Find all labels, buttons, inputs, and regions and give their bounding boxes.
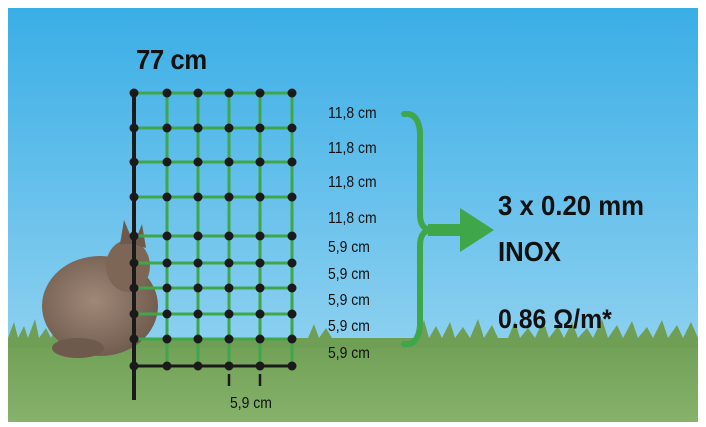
- mesh-width-label: 5,9 cm: [230, 395, 272, 412]
- mesh-width-ticks: [227, 374, 262, 386]
- strand-gap-label: 5,9 cm: [328, 345, 370, 362]
- brace-arrow-icon: [401, 110, 494, 348]
- strand-gap-label: 5,9 cm: [328, 318, 370, 335]
- strand-gap-label: 11,8 cm: [328, 105, 377, 122]
- net-height-label: 77 cm: [136, 44, 207, 75]
- wire-spec: 3 x 0.20 mm: [498, 190, 645, 221]
- net-vertical-strands: [165, 93, 294, 366]
- fence-net: [129, 88, 297, 400]
- strand-gap-label: 5,9 cm: [328, 266, 370, 283]
- diagram-panel: 77 cm 11,8 cm 11,8 cm 11,8 cm 11,8 cm 5,…: [8, 8, 698, 422]
- strand-gap-label: 5,9 cm: [328, 292, 370, 309]
- net-horizontal-strands: [134, 91, 292, 341]
- scene-graphic: [8, 8, 698, 422]
- strand-gap-label: 11,8 cm: [328, 210, 377, 227]
- net-knots: [129, 88, 297, 371]
- strand-gap-label: 11,8 cm: [328, 140, 377, 157]
- strand-gap-label: 11,8 cm: [328, 174, 377, 191]
- wire-material: INOX: [498, 236, 561, 267]
- strand-gap-label: 5,9 cm: [328, 239, 370, 256]
- resistance-spec: 0.86 Ω/m*: [498, 304, 612, 334]
